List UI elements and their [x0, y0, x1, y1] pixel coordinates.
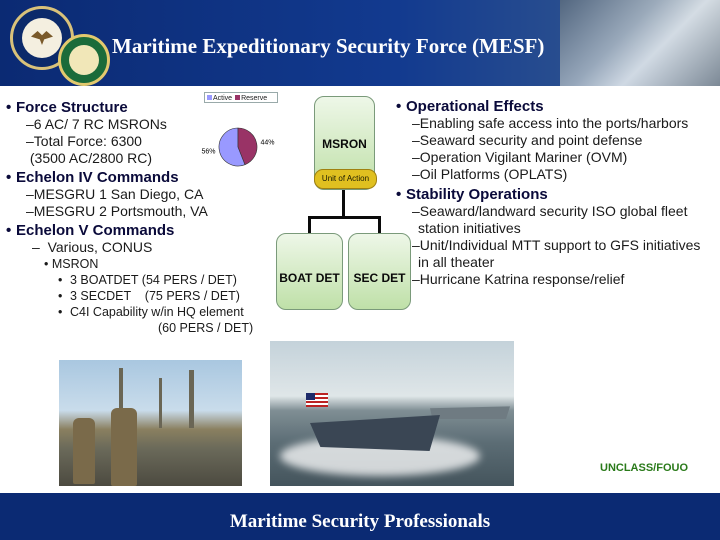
platform-tower	[119, 368, 123, 428]
us-flag-icon	[306, 393, 328, 407]
pie-slice-reserve	[237, 127, 258, 166]
list-item: –Total Force: 6300	[26, 133, 142, 149]
list-item: –Enabling safe access into the ports/har…	[412, 115, 689, 131]
chart-legend: Active Reserve	[204, 92, 278, 103]
list-item: –6 AC/ 7 RC MSRONs	[26, 116, 167, 132]
list-item: –Seaward security and point defense	[412, 132, 643, 148]
legend-swatch	[207, 95, 212, 100]
platform-tower	[159, 378, 162, 428]
pie-slice-active	[218, 127, 246, 167]
heading-force-structure: Force Structure	[6, 99, 276, 116]
left-column: Force Structure –6 AC/ 7 RC MSRONs –Tota…	[6, 97, 276, 336]
patrol-boat-photo	[270, 341, 514, 486]
heading-stability-operations: Stability Operations	[396, 186, 714, 203]
list-item-text: C4I Capability w/in HQ element	[70, 305, 244, 319]
list-item: –Unit/Individual MTT support to GFS init…	[412, 237, 701, 270]
list-item-continuation: (60 PERS / DET)	[158, 321, 254, 335]
oil-platform-photo	[59, 360, 242, 486]
list-item-text: 3 BOATDET (54 PERS / DET)	[70, 273, 237, 287]
org-connector	[308, 216, 311, 234]
patrol-boat-silhouette	[310, 415, 440, 451]
pie-label-active: 56%	[202, 148, 216, 155]
list-item: –Operation Vigilant Mariner (OVM)	[412, 149, 628, 165]
footer-banner: Maritime Security Professionals	[0, 493, 720, 540]
seal-center	[22, 18, 62, 58]
unit-of-action-badge: Unit of Action	[314, 169, 377, 189]
navy-seal-icon	[10, 6, 74, 70]
sailor-figure	[73, 418, 95, 484]
header-boat-photo	[560, 0, 720, 86]
eagle-icon	[31, 31, 53, 45]
pie-label-reserve: 44%	[260, 140, 274, 147]
ship-silhouette	[430, 406, 510, 419]
org-node-sec-det: SEC DET	[348, 233, 411, 310]
header-banner: Maritime Expeditionary Security Force (M…	[0, 0, 720, 86]
legend-label: Reserve	[241, 95, 268, 102]
command-seal-icon	[58, 34, 110, 86]
seal-center	[69, 45, 99, 75]
org-connector	[378, 216, 381, 234]
list-item: •3 SECDET (75 PERS / DET)	[58, 289, 240, 303]
heading-echelon-v: Echelon V Commands	[6, 222, 276, 239]
classification-label: UNCLASS/FOUO	[600, 462, 688, 474]
heading-echelon-iv: Echelon IV Commands	[6, 169, 276, 186]
legend-item-reserve: Reserve	[235, 93, 267, 102]
list-item: (3500 AC/2800 RC)	[26, 150, 153, 166]
list-item: –Hurricane Katrina response/relief	[412, 271, 625, 287]
list-item: •3 BOATDET (54 PERS / DET)	[58, 273, 237, 287]
list-item: – Various, CONUS	[32, 239, 153, 255]
list-item: –Seaward/landward security ISO global fl…	[412, 203, 688, 236]
org-connector	[308, 216, 381, 219]
legend-swatch	[235, 95, 241, 100]
list-item-text: 3 SECDET (75 PERS / DET)	[70, 289, 240, 303]
list-item: •C4I Capability w/in HQ element	[58, 305, 244, 319]
list-item: –MESGRU 1 San Diego, CA	[26, 186, 204, 202]
footer-title: Maritime Security Professionals	[229, 511, 491, 532]
right-column: Operational Effects –Enabling safe acces…	[396, 96, 714, 288]
list-item-msron: • MSRON	[44, 257, 99, 271]
list-item: –Oil Platforms (OPLATS)	[412, 166, 568, 182]
sailor-figure	[111, 408, 137, 486]
heading-operational-effects: Operational Effects	[396, 98, 714, 115]
page-title: Maritime Expeditionary Security Force (M…	[112, 34, 545, 58]
org-connector	[342, 187, 345, 217]
legend-label: Active	[213, 95, 233, 102]
platform-tower	[189, 370, 194, 428]
org-node-boat-det: BOAT DET	[276, 233, 343, 310]
legend-item-active: Active	[207, 93, 232, 102]
pie-chart: 56% 44%	[202, 127, 274, 167]
list-item: –MESGRU 2 Portsmouth, VA	[26, 203, 208, 219]
